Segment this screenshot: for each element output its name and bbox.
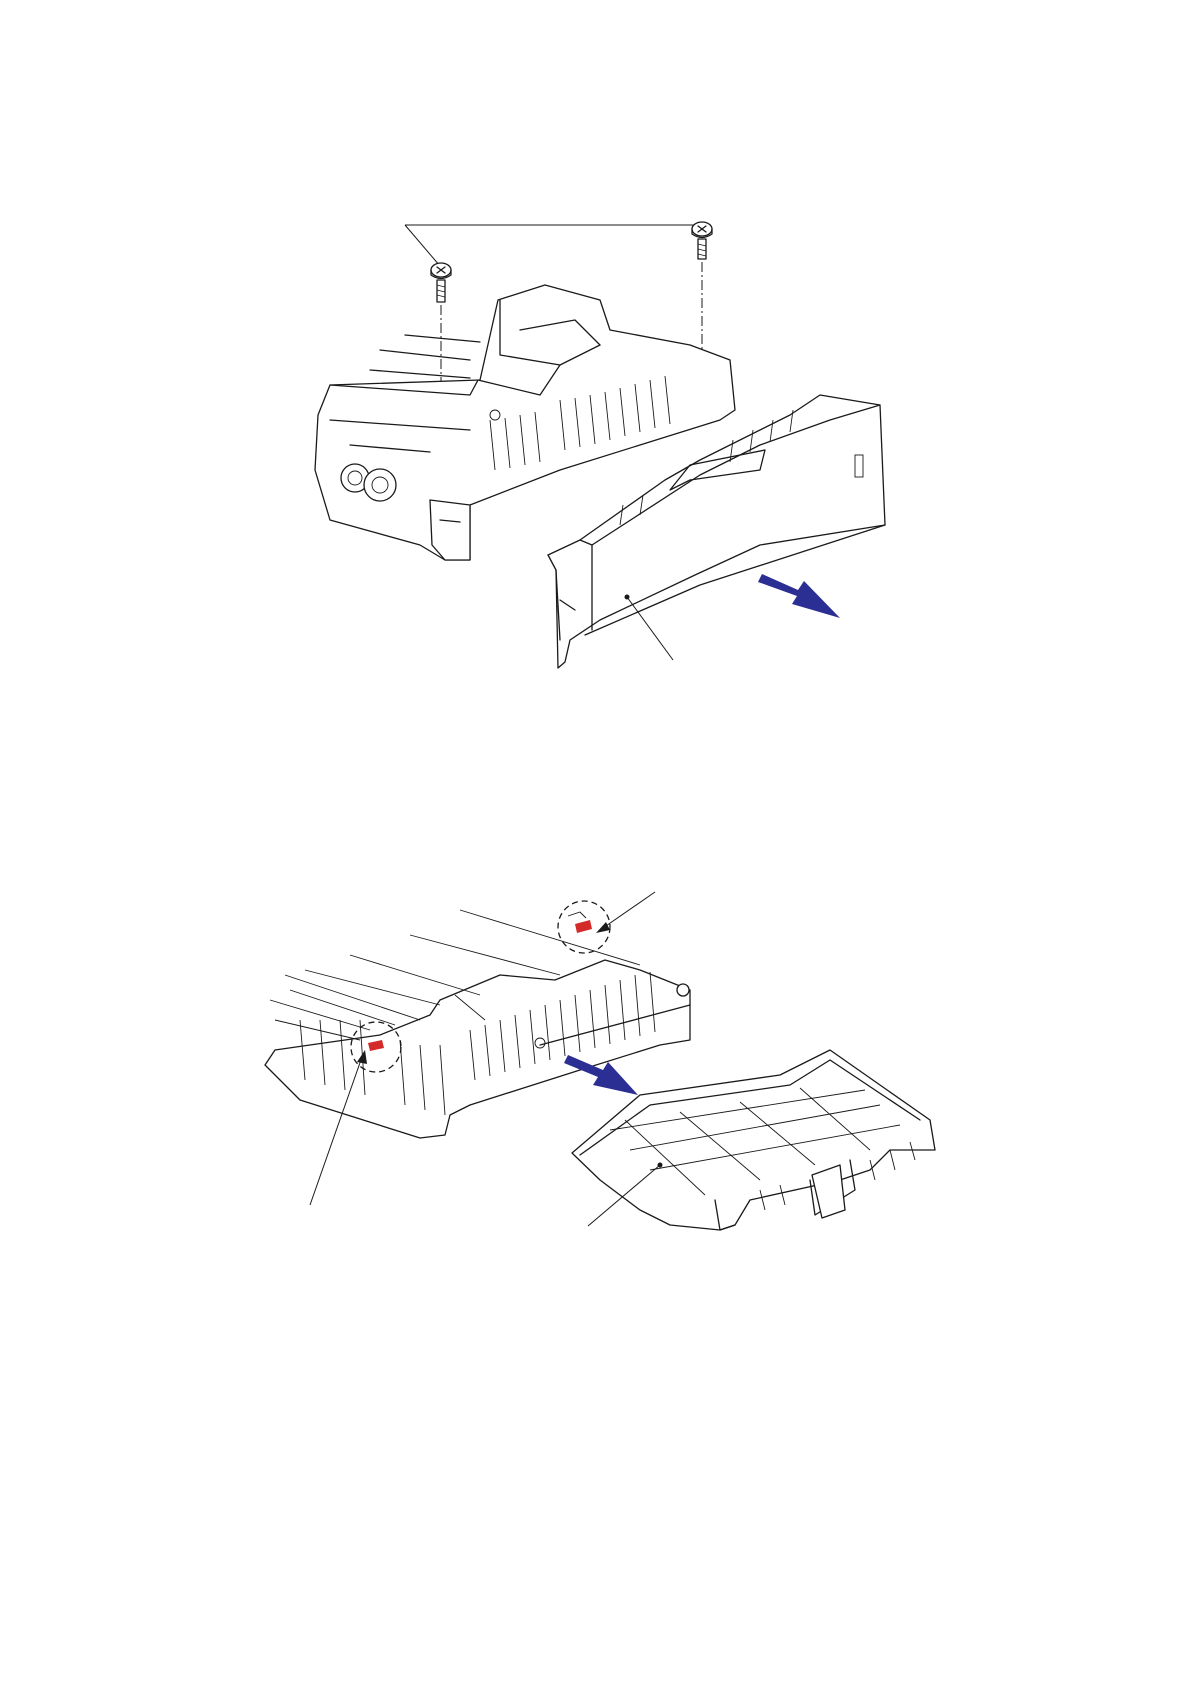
paper-guide-icon [572,1050,935,1230]
hook-leader-right [596,892,655,933]
cover-leader [625,595,674,661]
figure-side-cover-removal [0,0,1190,760]
screw-leader [405,225,697,266]
pull-out-arrow-icon [758,574,840,618]
diagram-side-cover [0,0,1190,760]
screw-icon [431,263,451,302]
paper-feed-frame-icon [265,910,690,1138]
figure-paper-guide-removal [0,880,1190,1400]
screw-icon [692,222,712,259]
diagram-paper-guide [0,880,1190,1400]
